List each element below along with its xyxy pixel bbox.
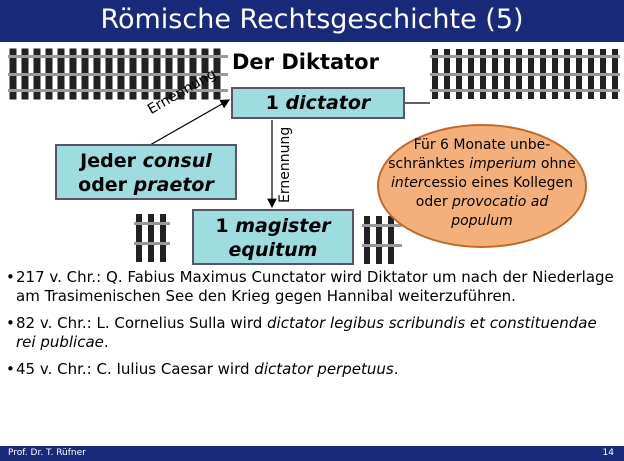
title-bar <box>0 0 624 42</box>
oval-line-2c: ohne <box>536 156 576 172</box>
lictors-left-figure <box>8 48 228 100</box>
oval-line-1: Für 6 Monate unbe- <box>413 137 551 153</box>
lictors-magister-right-figure <box>362 216 402 264</box>
oval-populum: populum <box>451 213 513 229</box>
lictors-right-figure <box>430 49 620 99</box>
bullet-caesar-end: . <box>393 360 399 378</box>
equitum-word: equitum <box>228 239 318 261</box>
oval-line-2a: schränktes <box>388 156 470 172</box>
praetor-prefix: oder <box>78 174 134 196</box>
footer-author: Prof. Dr. T. Rüfner <box>8 448 86 458</box>
bullet-list: 217 v. Chr.: Q. Fabius Maximus Cunctator… <box>6 268 618 387</box>
bullet-caesar-title: dictator perpetuus <box>254 360 394 378</box>
dictator-label: dictator <box>285 92 371 114</box>
page-number: 14 <box>602 448 614 458</box>
diagram-heading: Der Diktator <box>232 50 379 74</box>
dictator-box: 1 dictator <box>231 87 405 119</box>
magister-word: magister <box>235 215 331 237</box>
consul-prefix: Jeder <box>80 150 143 172</box>
bullet-fabius: 217 v. Chr.: Q. Fabius Maximus Cunctator… <box>6 268 618 306</box>
dictator-num: 1 <box>265 92 286 114</box>
imperium-oval: Für 6 Monate unbe- schränktes imperium o… <box>377 124 587 248</box>
arrow-consul-to-dictator <box>149 99 231 146</box>
oval-line-3b: cessio eines Kollegen <box>423 175 573 191</box>
bullet-caesar-text: 45 v. Chr.: C. Iulius Caesar wird <box>16 360 255 378</box>
consul-word: consul <box>142 150 212 172</box>
bullet-sulla: 82 v. Chr.: L. Cornelius Sulla wird dict… <box>6 314 618 352</box>
bullet-sulla-text: 82 v. Chr.: L. Cornelius Sulla wird <box>16 314 268 332</box>
oval-inter: inter <box>391 175 424 191</box>
bullet-sulla-end: . <box>103 333 109 351</box>
bullet-caesar: 45 v. Chr.: C. Iulius Caesar wird dictat… <box>6 360 618 379</box>
footer-bar <box>0 446 624 461</box>
slide-title: Römische Rechtsgeschichte (5) <box>100 4 524 35</box>
magister-num: 1 <box>215 215 236 237</box>
ernennung-vertical-label: Ernennung <box>277 126 293 203</box>
oval-line-4a: oder <box>415 194 453 210</box>
oval-imperium: imperium <box>469 156 537 172</box>
bullet-sulla-title: dictator legibus scribundis et constitue… <box>16 314 597 351</box>
consul-praetor-box: Jeder consul oder praetor <box>55 144 237 200</box>
oval-provocatio: provocatio ad <box>452 194 549 210</box>
praetor-word: praetor <box>133 174 214 196</box>
magister-equitum-box: 1 magister equitum <box>192 209 354 265</box>
lictors-magister-left-figure <box>134 214 170 262</box>
